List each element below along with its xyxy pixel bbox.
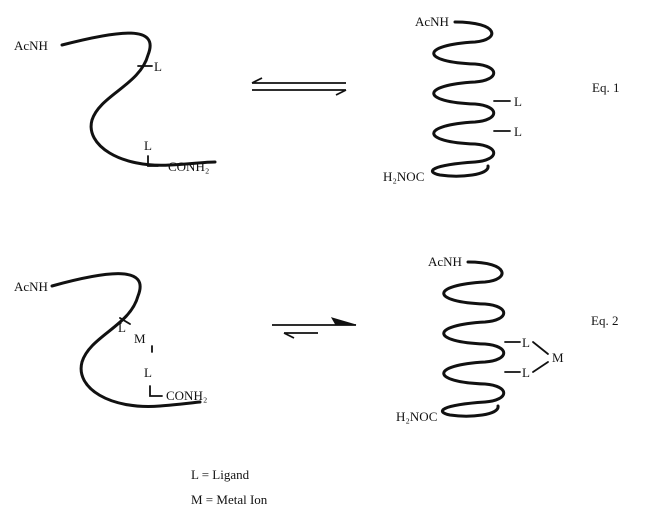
eq1-coil-ligand-lower: L [144,138,152,153]
eq1-coil-n-terminus: AcNH [14,38,48,53]
eq2-coil-backbone [50,272,202,408]
eq1-helix-n-terminus: AcNH [415,14,449,29]
legend-ligand: L = Ligand [191,467,250,482]
legend: L = Ligand M = Metal Ion [191,467,268,507]
eq2-coil-c-terminus: CONH₂ [166,388,207,403]
eq1-equilibrium-arrows [251,77,347,96]
eq2-coil-metal: M [134,331,146,346]
eq1-helix-ligand-lower: L [514,124,522,139]
eq2-helix-metal-bond-upper [532,341,549,355]
eq1-coil-backbone [60,31,217,167]
eq1-coil-c-terminus: CONH₂ [168,159,209,174]
eq1-coil-ligand-lower-tick [147,155,159,167]
eq1-label: Eq. 1 [592,80,619,95]
eq2-coil-n-terminus: AcNH [14,279,48,294]
eq2-helix-metal-bond-lower [532,361,549,373]
eq2-random-coil: AcNH L M L CONH₂ [14,272,207,408]
eq2-helix-c-terminus: H₂NOC [396,409,437,424]
eq2-coil-ligand-lower-tick [149,385,163,397]
eq2-helix-ligand-lower: L [522,365,530,380]
eq2-coil-ligand-lower: L [144,365,152,380]
legend-metal: M = Metal Ion [191,492,268,507]
eq1-helix-c-terminus: H₂NOC [383,169,424,184]
eq1-helix-ligand-upper: L [514,94,522,109]
eq1-helix-backbone [430,20,496,178]
eq2-helix-n-terminus: AcNH [428,254,462,269]
eq1-helix: AcNH L L H₂NOC [383,14,522,184]
eq1-random-coil: AcNH L L CONH₂ [14,31,217,174]
eq2-equilibrium-arrows [272,317,357,339]
eq2-helix-metal: M [552,350,564,365]
eq1-coil-ligand-upper: L [154,59,162,74]
eq2-coil-ligand-upper: L [118,320,126,335]
eq2-coil-ligand-upper-tick [119,317,131,325]
eq2-label: Eq. 2 [591,313,618,328]
eq2-helix-backbone [440,260,506,418]
eq2-helix-ligand-upper: L [522,335,530,350]
eq2-helix: AcNH L M L H₂NOC [396,254,564,424]
